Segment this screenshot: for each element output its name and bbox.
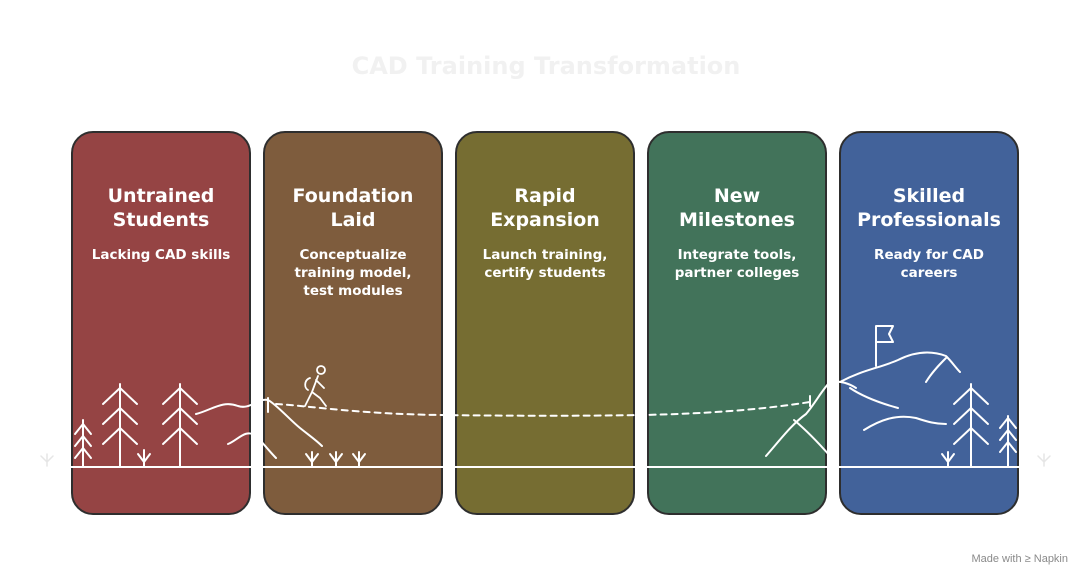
- stage-heading: Skilled Professionals: [857, 185, 1001, 231]
- stage-description: Ready for CAD careers: [874, 247, 984, 281]
- stage-description: Lacking CAD skills: [91, 247, 231, 263]
- stage-heading: New Milestones: [679, 185, 795, 231]
- stage-card-milestones: New Milestones Integrate tools, partner …: [647, 131, 827, 515]
- diagram-title: CAD Training Transformation: [351, 52, 741, 80]
- stage-heading: Foundation Laid: [292, 185, 414, 231]
- stage-card-professionals: Skilled Professionals Ready for CAD care…: [839, 131, 1019, 515]
- stage-card-expansion: Rapid Expansion Launch training, certify…: [455, 131, 635, 515]
- stage-description: Integrate tools, partner colleges: [674, 247, 800, 281]
- stage-card-untrained: Untrained Students Lacking CAD skills: [71, 131, 251, 515]
- stage-heading: Untrained Students: [107, 185, 215, 231]
- stage-heading: Rapid Expansion: [490, 185, 600, 231]
- stage-card-foundation: Foundation Laid Conceptualize training m…: [263, 131, 443, 515]
- stage-description: Conceptualize training model, test modul…: [294, 247, 412, 299]
- stage-description: Launch training, certify students: [482, 247, 608, 281]
- napkin-credit: Made with ≥ Napkin: [971, 553, 1068, 565]
